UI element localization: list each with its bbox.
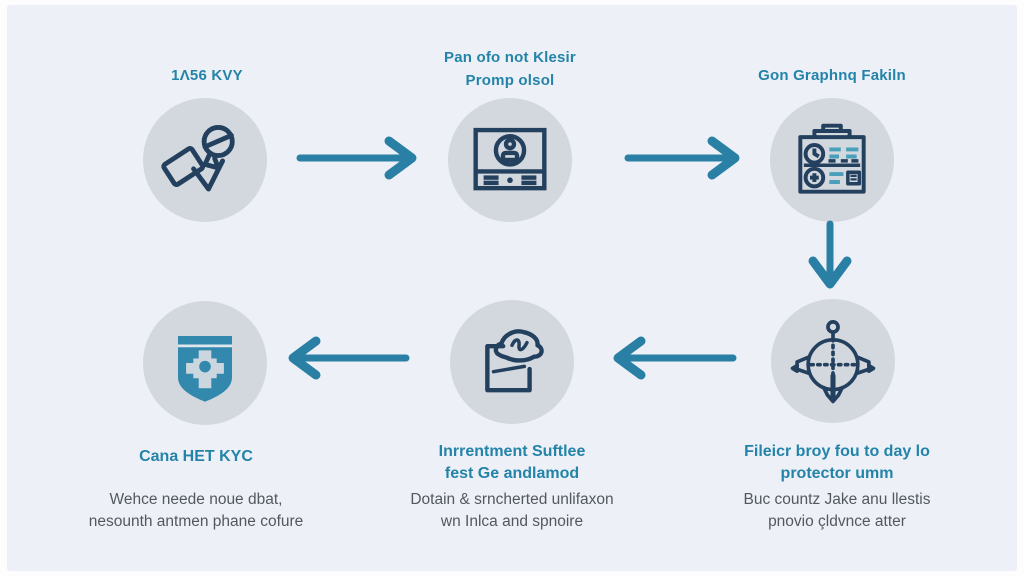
step5-description: Dotain & srncherted unlifaxon wn Inlca a…	[410, 489, 613, 534]
step5-heading: Inrrentment Suftlee fest Ge andlamod	[439, 441, 586, 486]
step2-title-line1: Pan ofo not Klesir	[444, 49, 576, 66]
step3-title-line: Gon Graphnq Fakiln	[758, 67, 906, 84]
step2-title-line2: Promp olsol	[465, 72, 555, 90]
report-document-icon	[798, 123, 866, 194]
step3-title: Gon Graphnq Fakiln	[758, 64, 906, 87]
step1-title-line: 1Λ56 KVY	[171, 67, 243, 84]
id-card-icon	[473, 127, 547, 191]
step4-heading: Fileicr broy fou to day lo protector umm	[744, 441, 930, 486]
step6-desc-line2: nesounth antmen phane cofure	[88, 513, 304, 531]
step3-node	[770, 98, 894, 222]
step4-description: Buc countz Jake anu llestis pnovio çldvn…	[744, 489, 931, 534]
step5-node	[450, 300, 574, 424]
step5-heading-line2: fest Ge andlamod	[444, 465, 580, 483]
step4-heading-line1: Fileicr broy fou to day lo	[744, 443, 930, 460]
shield-cross-icon	[178, 336, 232, 402]
hand-stamp-icon	[161, 125, 235, 192]
step5-heading-line1: Inrrentment Suftlee	[438, 443, 586, 460]
step4-desc-line1: Buc countz Jake anu llestis	[743, 491, 931, 508]
step5-desc-line1: Dotain & srncherted unlifaxon	[410, 491, 614, 508]
arrow-step3-to-step4	[808, 220, 852, 289]
step2-title: Pan ofo not Klesir Promp olsol	[444, 46, 576, 93]
step6-desc-line1: Wehce neede noue dbat,	[109, 491, 283, 508]
step4-node	[771, 299, 895, 423]
step6-heading: Cana HET KYC	[139, 446, 253, 468]
step6-description: Wehce neede noue dbat, nesounth antmen p…	[89, 489, 304, 534]
step1-title: 1Λ56 KVY	[171, 64, 243, 87]
step2-node	[448, 98, 572, 222]
radar-gauge-icon	[790, 320, 876, 404]
step5-desc-line2: wn Inlca and spnoire	[440, 513, 584, 531]
arrow-step1-to-step2	[296, 136, 417, 180]
step6-node	[143, 301, 267, 425]
step4-desc-line2: pnovio çldvnce atter	[768, 513, 906, 531]
arrow-step5-to-step6	[288, 336, 410, 380]
arrow-step4-to-step5	[613, 336, 737, 380]
arrow-step2-to-step3	[624, 136, 740, 180]
step6-heading-line: Cana HET KYC	[139, 448, 253, 465]
signed-document-icon	[485, 329, 544, 393]
step4-heading-line2: protector umm	[780, 465, 894, 483]
step1-node	[143, 98, 267, 222]
